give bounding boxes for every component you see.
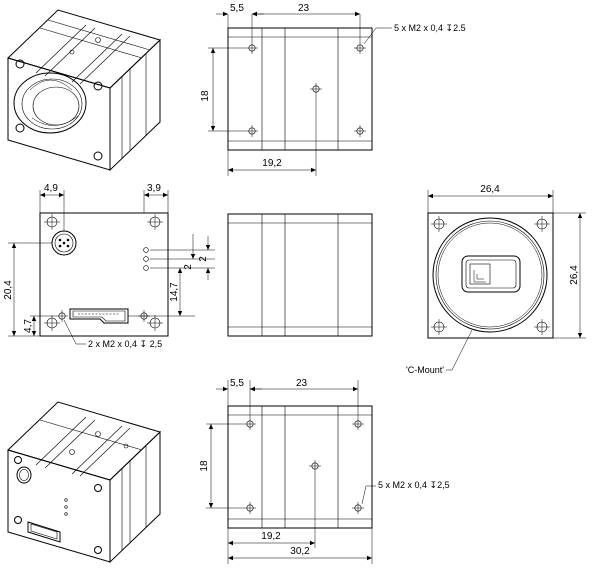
top-dim-bottom-span: 19,2 [262,158,282,169]
bottom-dim-inner-span: 19,2 [261,531,281,542]
top-thread-note: 5 x M2 x 0,4 ↧2.5 [394,23,466,33]
rear-view: 4,9 3,9 20,4 4,7 2 2 14,7 2 x M2 x 0,4 ↧… [3,183,215,349]
front-dim-height: 26,4 [569,265,580,285]
bottom-dim-height: 18 [199,460,210,472]
iso-view-front [7,9,161,172]
rear-dim-led-pitch-1: 2 [198,256,209,262]
front-dim-width: 26,4 [480,184,500,195]
top-dim-height: 18 [200,90,211,102]
c-mount-ring [432,217,548,333]
rear-dim-height-low: 4,7 [23,319,34,333]
c-mount-label: 'C-Mount' [406,365,444,375]
rear-dim-height-mid: 14,7 [169,282,180,302]
bottom-dim-width: 23 [296,378,308,389]
rear-dim-height-total: 20,4 [3,280,14,300]
power-connector-icon [51,230,77,256]
led-icon [143,265,149,271]
usb-connector-icon [69,308,129,324]
bottom-view: 5,5 23 18 19,2 30,2 5 x M2 x 0,4 ↧2,5 [199,378,450,564]
sensor-window [461,255,521,293]
rear-dim-led-pitch-2: 2 [183,264,194,270]
rear-thread-note: 2 x M2 x 0,4 ↧ 2,5 [88,339,162,349]
side-view [227,213,373,337]
iso-view-rear [7,401,161,564]
rear-dim-top-right: 3,9 [147,183,161,194]
led-icon [143,256,149,262]
bottom-dim-left-offset: 5,5 [230,378,244,389]
front-view: 26,4 26,4 'C-Mount' [406,184,586,375]
top-dim-left-offset: 5,5 [230,3,244,14]
top-dim-width: 23 [298,3,310,14]
rear-dim-top-left: 4,9 [44,183,58,194]
bottom-dim-total-length: 30,2 [290,546,310,557]
top-view: 5,5 23 18 19,2 5 x M2 x 0,4 ↧2.5 [200,3,466,176]
bottom-thread-note: 5 x M2 x 0,4 ↧2,5 [378,480,450,490]
led-icon [143,247,149,253]
